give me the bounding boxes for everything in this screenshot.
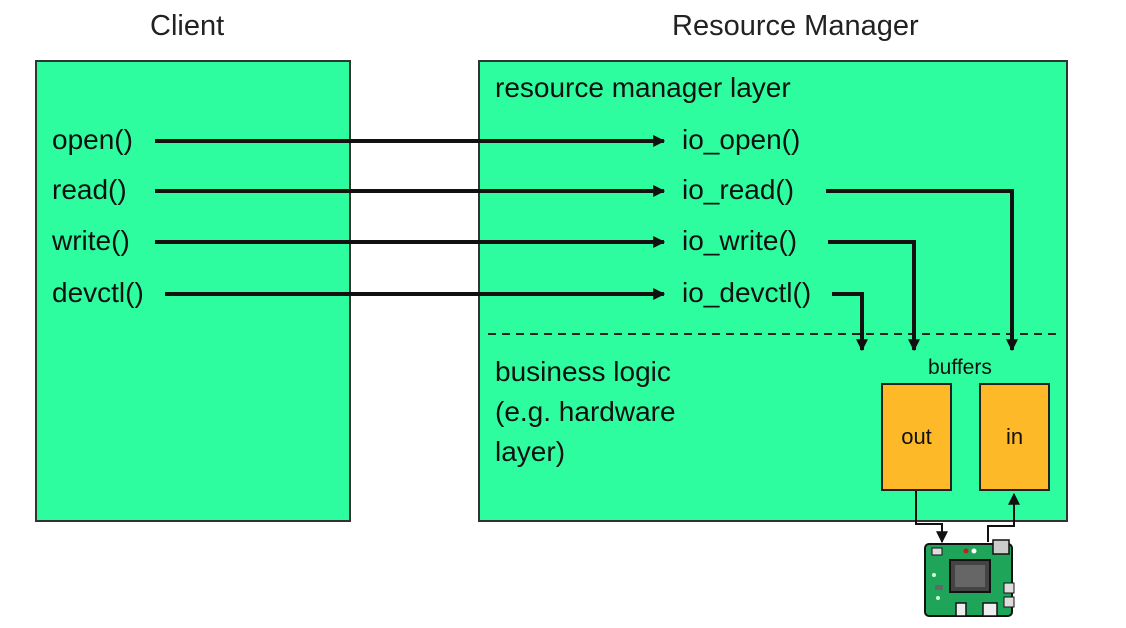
route-io-read	[826, 189, 1018, 352]
buffer-in: in	[979, 383, 1050, 491]
business-logic-line-1: business logic	[495, 356, 671, 387]
buffer-out: out	[881, 383, 952, 491]
client-call-write: write()	[52, 225, 130, 256]
business-logic-label: business logic (e.g. hardware layer)	[495, 352, 676, 472]
handler-io-write: io_write()	[682, 225, 798, 256]
client-title: Client	[150, 10, 225, 42]
client-box	[35, 60, 351, 522]
route-io-write	[828, 240, 920, 352]
client-call-devctl: devctl()	[52, 277, 144, 308]
handler-io-devctl: io_devctl()	[682, 277, 812, 308]
route-board-to-in	[987, 492, 1020, 542]
route-io-devctl	[832, 292, 868, 352]
business-logic-line-2: (e.g. hardware	[495, 396, 676, 427]
handler-io-read: io_read()	[682, 174, 795, 205]
resource-manager-box	[478, 60, 1068, 522]
resource-manager-title: Resource Manager	[672, 10, 919, 42]
client-call-open: open()	[52, 124, 133, 155]
buffers-label: buffers	[928, 356, 992, 379]
business-logic-line-3: layer)	[495, 436, 566, 467]
resource-manager-layer-label: resource manager layer	[495, 72, 791, 103]
hardware-board-icon	[924, 539, 1015, 617]
client-call-read: read()	[52, 174, 127, 205]
route-out-to-board	[915, 491, 948, 544]
handler-io-open: io_open()	[682, 124, 801, 155]
